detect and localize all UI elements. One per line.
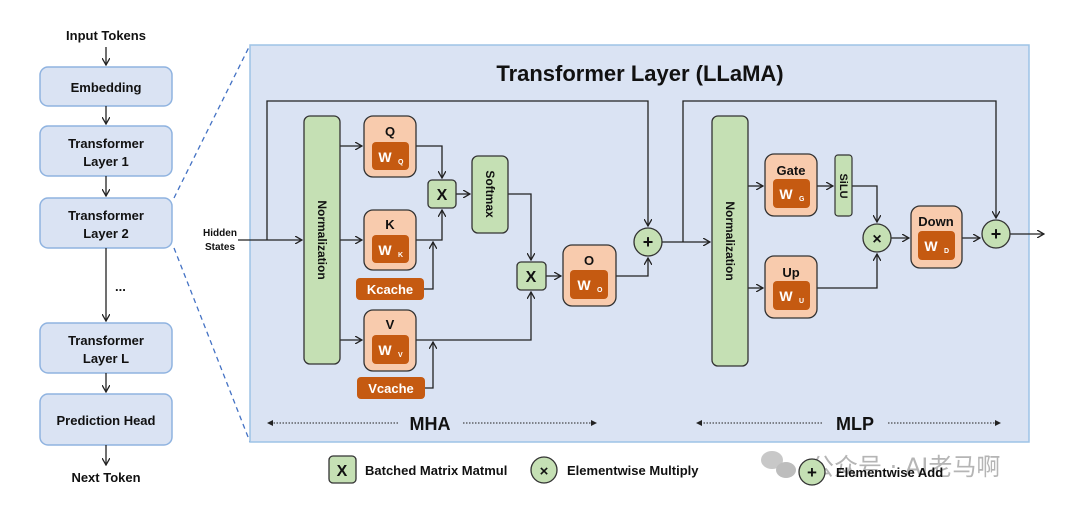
legend-add-symbol: +: [807, 463, 817, 482]
gate-projection: Gate W G: [764, 153, 818, 217]
legend-multiply-symbol: ×: [540, 463, 549, 480]
mha-normalization-block: [303, 115, 341, 365]
wk-label: W: [378, 242, 392, 258]
elementwise-multiply: [862, 223, 892, 253]
q-label: Q: [385, 124, 395, 139]
softmax-label: Softmax: [483, 170, 497, 218]
residual-add-mlp: [981, 219, 1011, 249]
wechat-icon: [761, 451, 796, 478]
q-projection: Q W Q: [363, 115, 417, 178]
legend-matmul-icon: [328, 455, 357, 484]
down-projection: Down W D: [910, 205, 963, 269]
layer-1-label-line1: Transformer: [68, 136, 144, 151]
k-projection: K W K: [363, 209, 417, 271]
wq-weight: [372, 142, 409, 170]
layer-2-label-line1: Transformer: [68, 208, 144, 223]
batched-matmul-qk: [427, 179, 457, 209]
silu-block: [834, 154, 853, 217]
gate-label: Gate: [777, 163, 806, 178]
o-label: O: [584, 253, 594, 268]
legend: X Batched Matrix Matmul × Elementwise Mu…: [328, 451, 1000, 486]
mha-normalization-label: Normalization: [315, 200, 329, 279]
softmax-block: [471, 155, 509, 234]
wk-weight: [372, 235, 409, 263]
next-token-label: Next Token: [71, 470, 140, 485]
add-symbol: +: [991, 224, 1002, 244]
v-label: V: [386, 317, 395, 332]
legend-multiply-icon: [530, 456, 558, 484]
prediction-head-label: Prediction Head: [57, 413, 156, 428]
wu-label: W: [779, 288, 793, 304]
wd-label: W: [924, 238, 938, 254]
v-projection: V W V: [363, 309, 417, 372]
matmul-symbol: X: [526, 269, 537, 286]
ellipsis: ...: [115, 279, 126, 294]
embedding-label: Embedding: [71, 80, 142, 95]
legend-multiply-label: Elementwise Multiply: [567, 463, 699, 478]
zoom-dashed-line-top: [173, 44, 251, 199]
wq-label: W: [378, 149, 392, 165]
legend-matmul-label: Batched Matrix Matmul: [365, 463, 507, 478]
up-label: Up: [782, 265, 799, 280]
wo-label: W: [577, 277, 591, 293]
layer-1-label-line2: Layer 1: [83, 154, 129, 169]
matmul-symbol: X: [437, 187, 448, 204]
mlp-normalization-label: Normalization: [723, 201, 737, 280]
input-tokens-label: Input Tokens: [66, 28, 146, 43]
wk-subscript: K: [398, 252, 403, 259]
kcache-block: [356, 278, 424, 300]
k-label: K: [385, 217, 395, 232]
layer-l-label-line1: Transformer: [68, 333, 144, 348]
hidden-states-label-line1: Hidden: [203, 228, 237, 239]
panel-title: Transformer Layer (LLaMA): [496, 61, 783, 86]
legend-add-label: Elementwise Add: [836, 465, 943, 480]
add-symbol: +: [643, 232, 654, 252]
kcache-label: Kcache: [367, 282, 413, 297]
hidden-states-label-line2: States: [205, 242, 235, 253]
legend-add-icon: [798, 458, 826, 486]
wv-label: W: [378, 342, 392, 358]
legend-matmul-symbol: X: [337, 463, 348, 480]
layer-2-label-line2: Layer 2: [83, 226, 129, 241]
layer-l-label-line2: Layer L: [83, 351, 129, 366]
wq-subscript: Q: [398, 159, 404, 166]
mlp-section-label: MLP: [836, 414, 874, 434]
watermark-text: 公众号 · AI老马啊: [810, 453, 1000, 481]
wd-weight: [918, 231, 955, 260]
wv-weight: [372, 335, 409, 364]
wg-subscript: G: [799, 196, 805, 203]
o-projection: O W O: [562, 244, 617, 307]
model-overview: Input Tokens Embedding Transformer Layer…: [39, 28, 173, 485]
connections: [238, 100, 1044, 389]
batched-matmul-attn-v: [516, 261, 547, 291]
down-label: Down: [918, 214, 953, 229]
wo-subscript: O: [597, 287, 603, 294]
wd-subscript: D: [944, 248, 949, 255]
up-projection: Up W U: [764, 255, 818, 319]
wg-weight: [773, 179, 810, 208]
wu-weight: [773, 281, 810, 310]
silu-label: SiLU: [837, 173, 849, 198]
multiply-symbol: ×: [872, 231, 881, 248]
wo-weight: [570, 270, 608, 299]
wg-label: W: [779, 186, 793, 202]
vcache-label: Vcache: [368, 381, 414, 396]
wv-subscript: V: [398, 352, 403, 359]
residual-add-mha: [633, 227, 663, 257]
zoom-dashed-line-bottom: [173, 247, 251, 443]
mha-section-label: MHA: [410, 414, 451, 434]
vcache-block: [357, 377, 425, 399]
mlp-normalization-block: [711, 115, 749, 367]
wu-subscript: U: [799, 298, 804, 305]
